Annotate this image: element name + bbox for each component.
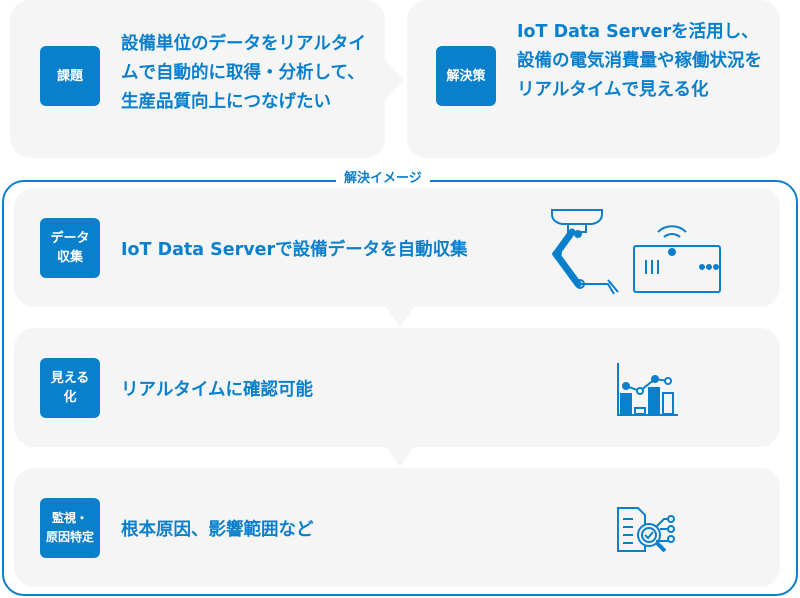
badge-line: データ bbox=[50, 231, 90, 246]
step-badge: データ収集 bbox=[40, 218, 100, 278]
frame-label: 解決イメージ bbox=[336, 169, 430, 189]
problem-badge: 課題 bbox=[40, 46, 100, 106]
problem-text: 設備単位のデータをリアルタイムで自動的に取得・分析して、生産品質向上につなげたい bbox=[121, 34, 366, 112]
step-row-collect bbox=[14, 188, 780, 307]
robot-arm-and-router-icon bbox=[551, 209, 721, 295]
solution-text: IoT Data Serverを活用し、設備の電気消費量や稼働状況をリアルタイム… bbox=[517, 22, 762, 100]
arrow-down bbox=[386, 307, 414, 327]
document-analysis-icon bbox=[617, 507, 675, 553]
chart-icon bbox=[617, 363, 678, 416]
badge-line: 監視・ bbox=[51, 511, 88, 525]
step-text: IoT Data Serverで設備データを自動収集 bbox=[121, 240, 468, 260]
badge-line: 収集 bbox=[56, 250, 83, 265]
step-badge: 監視・原因特定 bbox=[40, 498, 100, 558]
badge-line: 原因特定 bbox=[45, 530, 94, 544]
badge-line: 化 bbox=[63, 390, 77, 405]
arrow-right bbox=[385, 60, 405, 100]
badge-line: 見える bbox=[50, 371, 90, 386]
arrow-down bbox=[386, 447, 414, 467]
step-text: 根本原因、影響範囲など bbox=[121, 520, 314, 540]
step-text: リアルタイムに確認可能 bbox=[121, 380, 313, 400]
solution-badge: 解決策 bbox=[436, 46, 496, 106]
step-badge: 見える化 bbox=[40, 358, 100, 418]
